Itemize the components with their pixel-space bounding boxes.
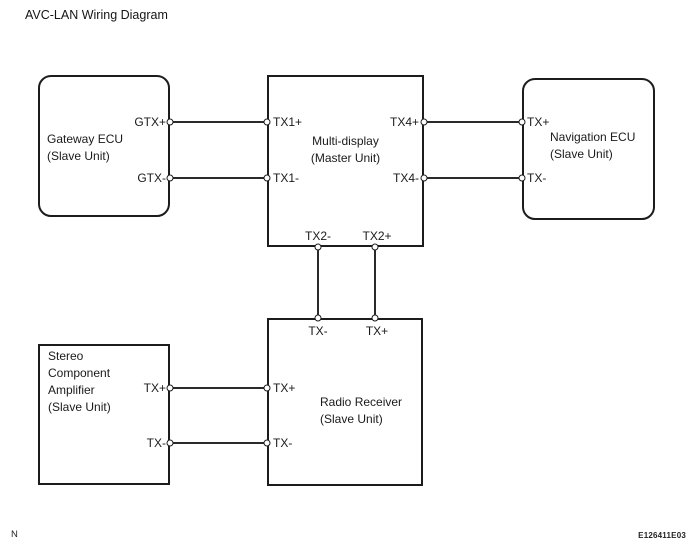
- gateway-ecu-label: Gateway ECU (Slave Unit): [47, 131, 123, 164]
- wire-stereo-tx-plus-to-radio-tx-plus: [170, 387, 267, 389]
- pin-label-md-tx2-minus: TX2-: [304, 229, 332, 243]
- terminal-radio-left-tx-plus: [263, 384, 271, 392]
- navigation-ecu-role: (Slave Unit): [550, 146, 613, 161]
- footer-page-marker: N: [11, 529, 18, 540]
- gateway-ecu-name: Gateway ECU: [47, 132, 124, 146]
- pin-label-radio-top-tx-plus: TX+: [365, 324, 389, 338]
- terminal-radio-top-tx-plus: [371, 314, 379, 322]
- pin-label-md-tx4-minus: TX4-: [392, 171, 419, 185]
- stereo-amplifier-name-line2: Component: [48, 366, 111, 380]
- stereo-amplifier-label: Stereo Component Amplifier (Slave Unit): [48, 348, 111, 416]
- terminal-nav-tx-minus: [518, 174, 526, 182]
- navigation-ecu-box: [522, 78, 655, 220]
- multi-display-label: Multi-display (Master Unit): [267, 133, 424, 166]
- terminal-md-tx1-minus: [263, 174, 271, 182]
- radio-receiver-name: Radio Receiver: [320, 395, 403, 409]
- stereo-amplifier-box: [38, 344, 170, 485]
- pin-label-radio-left-tx-minus: TX-: [273, 436, 293, 450]
- navigation-ecu-name: Navigation ECU: [550, 130, 636, 144]
- terminal-gateway-gtx-minus: [166, 174, 174, 182]
- terminal-md-tx1-plus: [263, 118, 271, 126]
- radio-receiver-label: Radio Receiver (Slave Unit): [320, 394, 402, 427]
- wire-gateway-gtx-plus-to-tx1-plus: [170, 121, 267, 123]
- pin-label-md-tx2-plus: TX2+: [362, 229, 392, 243]
- footer-figure-code: E126411E03: [638, 531, 686, 540]
- gateway-ecu-box: [38, 75, 170, 217]
- terminal-gateway-gtx-plus: [166, 118, 174, 126]
- multi-display-box: [267, 75, 424, 247]
- terminal-stereo-tx-plus: [166, 384, 174, 392]
- terminal-nav-tx-plus: [518, 118, 526, 126]
- navigation-ecu-label: Navigation ECU (Slave Unit): [550, 129, 635, 162]
- wire-tx2-minus-to-radio-tx-minus: [317, 247, 319, 318]
- terminal-radio-left-tx-minus: [263, 439, 271, 447]
- pin-label-nav-tx-plus: TX+: [527, 115, 550, 129]
- pin-label-md-tx1-plus: TX1+: [273, 115, 303, 129]
- pin-label-gateway-gtx-minus: GTX-: [137, 171, 166, 185]
- stereo-amplifier-name-line1: Stereo: [48, 349, 84, 363]
- wire-tx4-minus-to-nav-tx-minus: [424, 177, 522, 179]
- multi-display-role: (Master Unit): [310, 150, 381, 165]
- terminal-md-tx2-minus: [314, 243, 322, 251]
- wire-stereo-tx-minus-to-radio-tx-minus: [170, 442, 267, 444]
- pin-label-nav-tx-minus: TX-: [527, 171, 547, 185]
- radio-receiver-box: [267, 318, 423, 486]
- terminal-md-tx4-plus: [420, 118, 428, 126]
- radio-receiver-role: (Slave Unit): [320, 411, 383, 426]
- wire-gateway-gtx-minus-to-tx1-minus: [170, 177, 267, 179]
- wire-tx4-plus-to-nav-tx-plus: [424, 121, 522, 123]
- multi-display-name: Multi-display: [312, 134, 379, 148]
- terminal-radio-top-tx-minus: [314, 314, 322, 322]
- terminal-md-tx4-minus: [420, 174, 428, 182]
- terminal-stereo-tx-minus: [166, 439, 174, 447]
- pin-label-gateway-gtx-plus: GTX+: [134, 115, 166, 129]
- pin-label-md-tx4-plus: TX4+: [389, 115, 419, 129]
- pin-label-md-tx1-minus: TX1-: [273, 171, 300, 185]
- gateway-ecu-role: (Slave Unit): [47, 148, 110, 163]
- terminal-md-tx2-plus: [371, 243, 379, 251]
- pin-label-radio-left-tx-plus: TX+: [273, 381, 296, 395]
- pin-label-stereo-tx-minus: TX-: [146, 436, 166, 450]
- stereo-amplifier-name-line3: Amplifier: [48, 383, 95, 397]
- pin-label-stereo-tx-plus: TX+: [143, 381, 166, 395]
- stereo-amplifier-role: (Slave Unit): [48, 400, 111, 414]
- pin-label-radio-top-tx-minus: TX-: [308, 324, 328, 338]
- wire-tx2-plus-to-radio-tx-plus: [374, 247, 376, 318]
- diagram-title: AVC-LAN Wiring Diagram: [25, 8, 168, 22]
